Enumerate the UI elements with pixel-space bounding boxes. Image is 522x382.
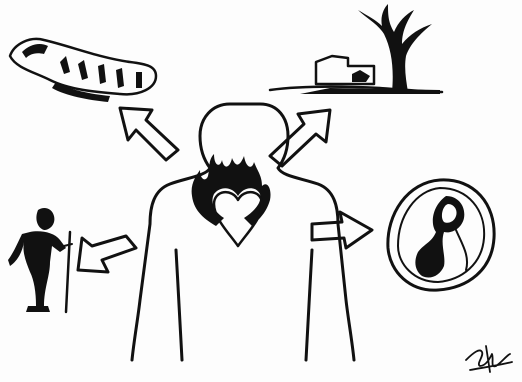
human-silhouette-icon bbox=[132, 104, 354, 360]
lying-body-icon bbox=[10, 39, 156, 102]
grave-tree-icon bbox=[270, 4, 442, 94]
arrow-up-left-icon bbox=[120, 108, 178, 160]
fetus-womb-icon bbox=[388, 180, 494, 290]
arrow-up-right-icon bbox=[270, 110, 330, 166]
arrow-right-icon bbox=[312, 212, 372, 248]
elderly-person-icon bbox=[8, 208, 72, 312]
flaming-heart-icon bbox=[192, 154, 271, 246]
arrow-down-left-icon bbox=[78, 236, 136, 272]
signature-mark-icon bbox=[466, 346, 512, 372]
